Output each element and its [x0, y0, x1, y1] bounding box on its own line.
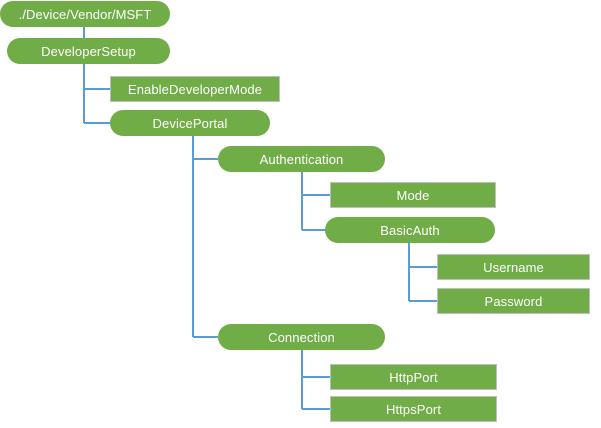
tree-node-label: BasicAuth: [380, 222, 440, 238]
tree-node-label: DevicePortal: [152, 115, 228, 131]
tree-node-label: Authentication: [259, 151, 344, 167]
tree-node-authentication[interactable]: Authentication: [218, 146, 385, 172]
tree-node-label: HttpsPort: [385, 401, 442, 417]
tree-node-label: EnableDeveloperMode: [127, 81, 263, 97]
tree-node-connection[interactable]: Connection: [218, 324, 385, 350]
tree-node-developersetup[interactable]: DeveloperSetup: [7, 38, 170, 64]
tree-node-password[interactable]: Password: [437, 288, 590, 314]
tree-node-root[interactable]: ./Device/Vendor/MSFT: [0, 1, 170, 27]
tree-node-httpsport[interactable]: HttpsPort: [330, 396, 497, 422]
tree-node-label: DeveloperSetup: [41, 43, 136, 59]
tree-node-deviceportal[interactable]: DevicePortal: [110, 110, 270, 136]
tree-node-label: Connection: [268, 329, 335, 345]
tree-node-label: ./Device/Vendor/MSFT: [18, 6, 152, 22]
tree-node-label: Username: [483, 259, 544, 275]
tree-node-enabledevelopermode[interactable]: EnableDeveloperMode: [110, 76, 280, 102]
tree-node-label: HttpPort: [389, 369, 438, 385]
tree-node-mode[interactable]: Mode: [330, 182, 496, 208]
tree-node-username[interactable]: Username: [437, 254, 590, 280]
tree-node-label: Password: [484, 293, 543, 309]
tree-node-label: Mode: [396, 187, 430, 203]
tree-node-basicauth[interactable]: BasicAuth: [325, 217, 495, 243]
tree-node-httpport[interactable]: HttpPort: [330, 364, 497, 390]
